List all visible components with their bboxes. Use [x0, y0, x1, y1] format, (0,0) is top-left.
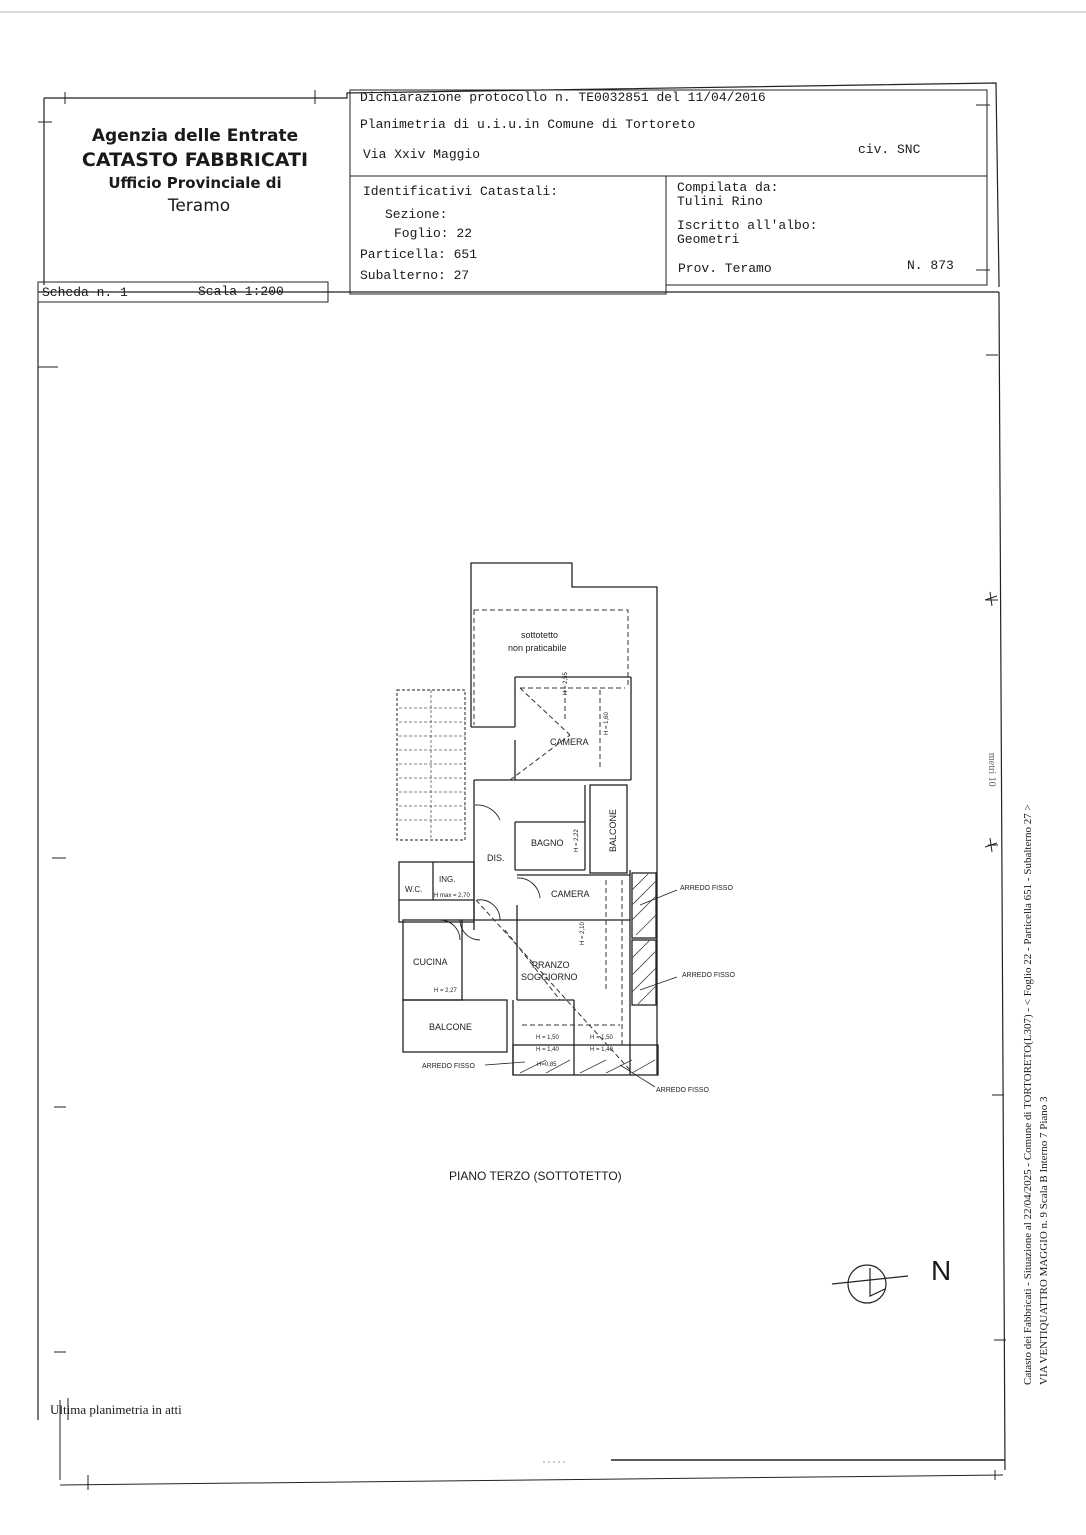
scheda-number: Scheda n. 1 — [42, 285, 128, 300]
agency-block: Agenzia delle Entrate CATASTO FABBRICATI… — [60, 126, 330, 216]
camera-2-height: H = 2,10 — [580, 922, 586, 945]
height-150-b: H = 1,50 — [590, 1035, 613, 1041]
attic-outline — [470, 562, 658, 1075]
cucina-label: CUCINA — [413, 957, 448, 967]
arredo-fisso-1: ARREDO FISSO — [680, 885, 733, 892]
catasto-title: CATASTO FABBRICATI — [81, 149, 309, 171]
balcone-1-label: BALCONE — [608, 808, 618, 852]
scala-label: Scala 1:200 — [198, 284, 284, 299]
side-address-note: VIA VENTIQUATTRO MAGGIO n. 9 Scala B Int… — [1038, 1096, 1050, 1385]
prov-label: Prov. Teramo — [678, 261, 772, 276]
sezione-field: Sezione: — [385, 207, 448, 222]
camera-1-height-b: H = 1,60 — [604, 712, 610, 735]
pranzo-label: PRANZO — [532, 960, 570, 970]
compilata-label: Compilata da: — [677, 180, 779, 195]
floor-title: PIANO TERZO (SOTTOTETTO) — [449, 1169, 622, 1183]
scale-marker: metri 10 — [986, 753, 997, 787]
compilata-name: Tulini Rino — [677, 194, 763, 209]
arredo-fisso-3: ARREDO FISSO — [422, 1063, 475, 1070]
hmax-label: H max = 2,70 — [434, 893, 470, 899]
foglio-field: Foglio: 22 — [394, 226, 473, 241]
stair-outline — [396, 689, 466, 841]
sottotetto-label: sottotetto — [521, 630, 559, 640]
planimetria-line: Planimetria di u.i.u.in Comune di Tortor… — [360, 117, 696, 132]
particella-field: Particella: 651 — [360, 247, 478, 262]
arredo-fisso-4: ARREDO FISSO — [656, 1087, 709, 1094]
subalterno-field: Subalterno: 27 — [360, 268, 470, 283]
height-150-a: H = 1,50 — [536, 1035, 559, 1041]
identificativi-title: Identificativi Catastali: — [363, 184, 559, 199]
camera-1-height-a: H = 2,55 — [563, 672, 569, 695]
arredo-fisso-2: ARREDO FISSO — [682, 972, 735, 979]
albo-number: N. 873 — [907, 258, 954, 273]
civ-number: civ. SNC — [858, 142, 921, 157]
non-praticabile-label: non praticabile — [508, 643, 567, 653]
height-085: H=0,85 — [537, 1062, 557, 1068]
albo-label: Iscritto all'albo: — [677, 218, 818, 233]
north-label: N — [931, 1255, 952, 1286]
camera-2-label: CAMERA — [551, 889, 590, 899]
height-140-a: H = 1,40 — [536, 1047, 559, 1053]
side-cadastral-note: Catasto dei Fabbricati - Situazione al 2… — [1022, 804, 1034, 1385]
balcone-2-label: BALCONE — [429, 1022, 473, 1032]
protocol-line: Dichiarazione protocollo n. TE0032851 de… — [360, 90, 766, 105]
soggiorno-label: SOGGIORNO — [521, 972, 578, 982]
bagno-label: BAGNO — [531, 838, 564, 848]
albo-value: Geometri — [677, 232, 740, 247]
height-140-b: H = 1,40 — [590, 1047, 613, 1053]
office-label: Ufficio Provinciale di — [108, 174, 282, 192]
bagno-height: H = 2,22 — [574, 829, 580, 852]
agency-name: Agenzia delle Entrate — [91, 126, 299, 146]
ingresso-label: ING. — [439, 875, 456, 884]
office-city: Teramo — [167, 196, 231, 216]
wc-label: W.C. — [405, 885, 423, 894]
disimpegno-label: DIS. — [487, 853, 505, 863]
address-line: Via Xxiv Maggio — [363, 147, 481, 162]
north-arrow-icon — [831, 1264, 909, 1304]
ultima-planimetria: Ultima planimetria in atti — [50, 1402, 182, 1417]
cucina-height: H = 2,27 — [434, 988, 457, 994]
camera-1-label: CAMERA — [550, 737, 589, 747]
